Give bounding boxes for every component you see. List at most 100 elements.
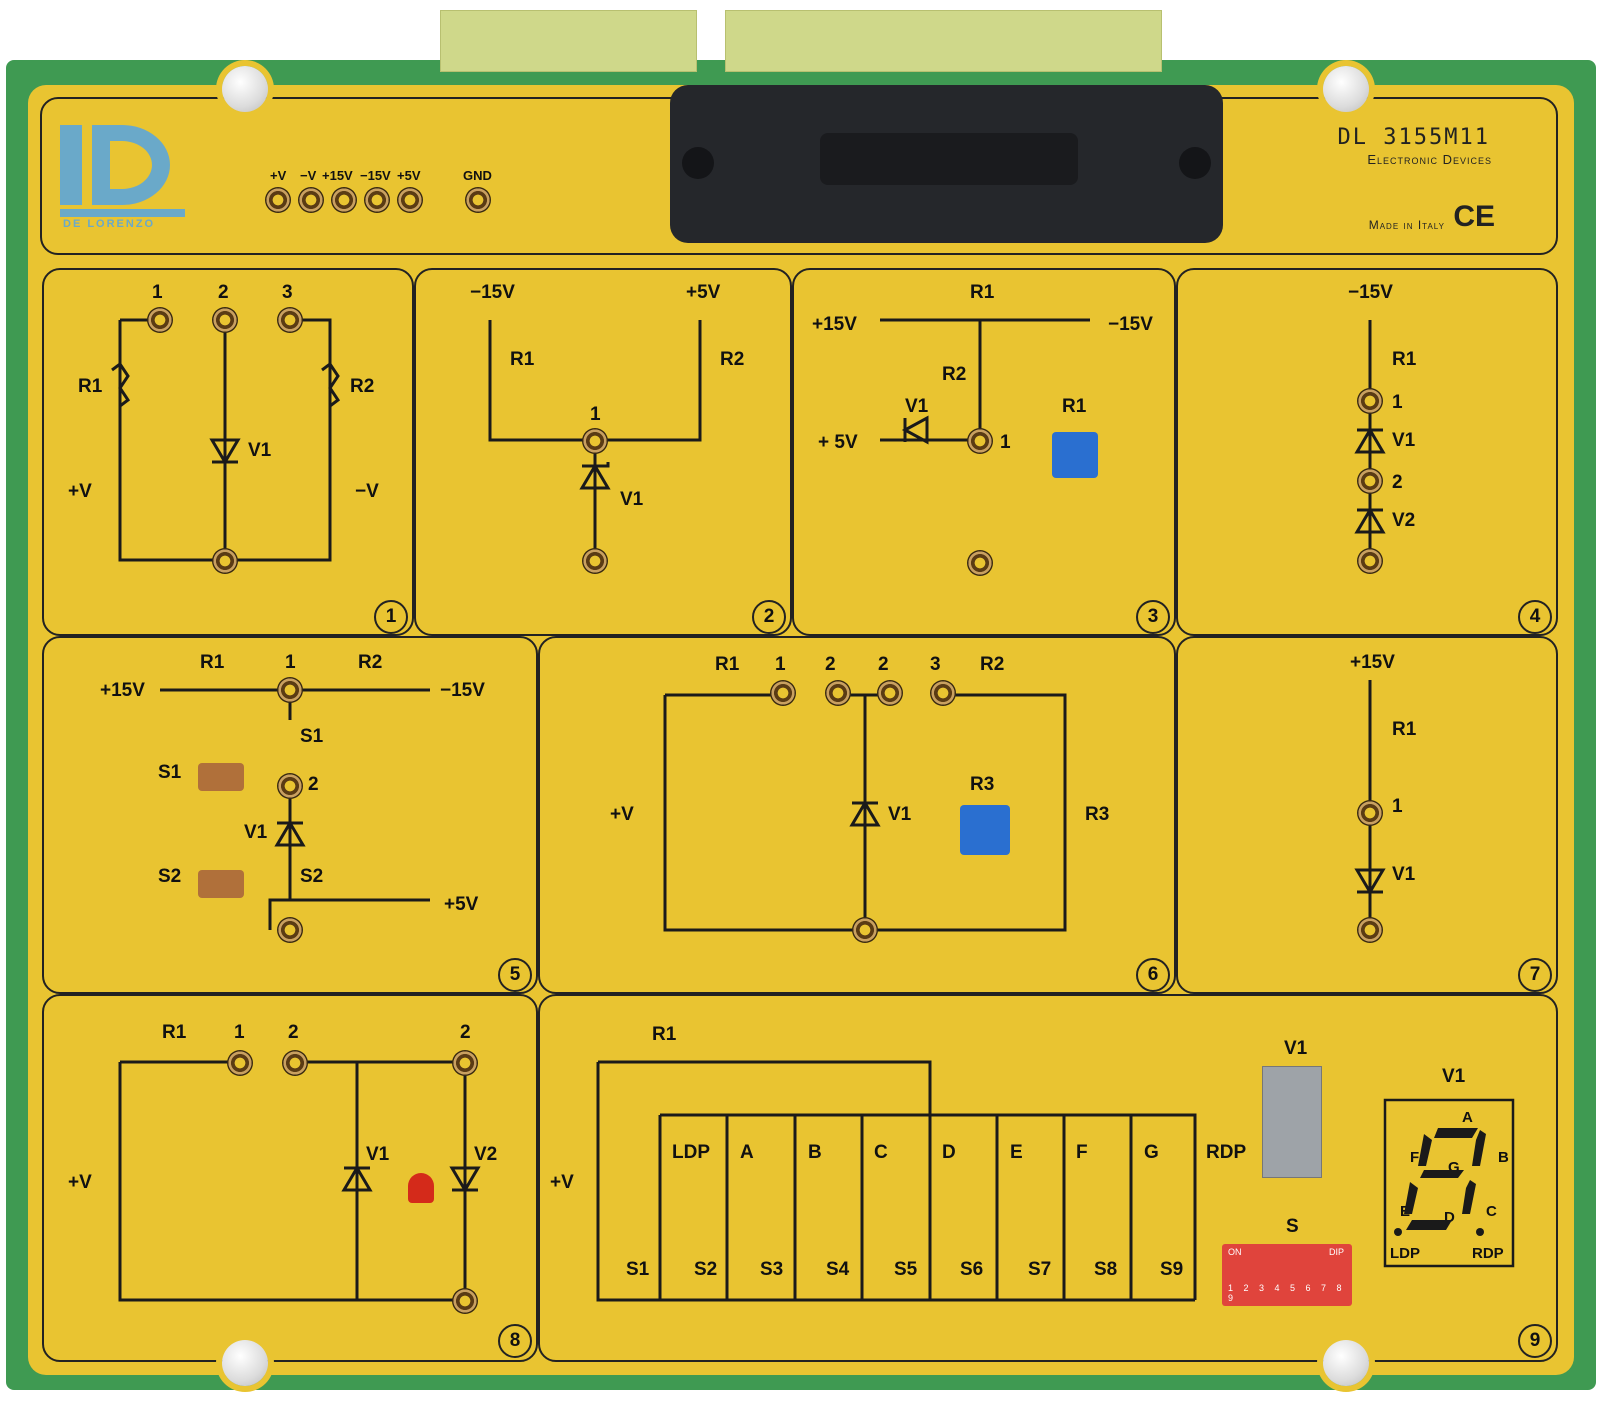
connector-slot xyxy=(820,133,1078,185)
bus-connector xyxy=(670,85,1223,243)
model-title: DL 3155M11 xyxy=(1337,125,1490,150)
jack-plus-15v[interactable] xyxy=(331,187,357,213)
de-lorenzo-logo xyxy=(60,125,185,220)
module-3 xyxy=(792,268,1176,636)
dip-label-dip: DIP xyxy=(1328,1247,1344,1257)
m2-label-plus-5v: +5V xyxy=(686,282,721,303)
module-1 xyxy=(42,268,414,636)
m5-jack-2[interactable] xyxy=(277,773,303,799)
m1-jack-2[interactable] xyxy=(212,307,238,333)
m6-label-r3: R3 xyxy=(1085,804,1109,825)
module-number-3: 3 xyxy=(1136,600,1170,634)
m2-label-r2: R2 xyxy=(720,349,744,370)
m9-label-d: D xyxy=(942,1142,956,1163)
m4-v2-symbol xyxy=(1354,507,1386,534)
m4-label-1: 1 xyxy=(1392,392,1403,413)
module-number-8: 8 xyxy=(498,1324,532,1358)
m4-label-v2: V2 xyxy=(1392,510,1415,531)
m6-jack-2a[interactable] xyxy=(825,680,851,706)
m5-label-s1-schem: S1 xyxy=(300,726,324,747)
m8-red-led xyxy=(408,1173,434,1203)
m5-toggle-switch-s2[interactable] xyxy=(198,870,244,898)
m8-label-v2: V2 xyxy=(474,1144,497,1165)
module-number-9: 9 xyxy=(1518,1324,1552,1358)
m9-label-s1: S1 xyxy=(626,1259,650,1280)
model-subtitle: Electronic Devices xyxy=(1367,152,1492,167)
m1-r1-symbol xyxy=(111,361,131,408)
m8-v2-symbol xyxy=(449,1166,481,1193)
m6-jack-2b[interactable] xyxy=(877,680,903,706)
m3-jack-gnd[interactable] xyxy=(967,550,993,576)
m9-label-b: B xyxy=(808,1142,822,1163)
dip-switch[interactable]: ON DIP 1 2 3 4 5 6 7 8 9 xyxy=(1222,1244,1352,1306)
m6-label-plus-v: +V xyxy=(610,804,634,825)
m3-potentiometer-r1[interactable] xyxy=(1052,432,1098,478)
seven-segment-display xyxy=(1262,1066,1322,1178)
m2-label-r1: R1 xyxy=(510,349,535,370)
m4-jack-2[interactable] xyxy=(1357,468,1383,494)
module-number-2: 2 xyxy=(752,600,786,634)
m7-label-v1: V1 xyxy=(1392,864,1416,885)
jack-plus-5v[interactable] xyxy=(397,187,423,213)
m5-jack-1[interactable] xyxy=(277,677,303,703)
seg-label-b: B xyxy=(1498,1149,1509,1166)
m2-jack-1[interactable] xyxy=(582,428,608,454)
m7-label-plus-15v: +15V xyxy=(1350,652,1395,673)
m8-label-2b: 2 xyxy=(460,1022,471,1043)
jack-minus-15v[interactable] xyxy=(364,187,390,213)
m5-toggle-switch-s1[interactable] xyxy=(198,763,244,791)
m3-wires xyxy=(880,318,1090,442)
m4-v1-symbol xyxy=(1354,427,1386,454)
m5-label-s1: S1 xyxy=(158,762,182,783)
terminal-label-gnd: GND xyxy=(463,168,492,183)
jack-plus-v[interactable] xyxy=(265,187,291,213)
m8-jack-gnd[interactable] xyxy=(452,1288,478,1314)
m6-jack-gnd[interactable] xyxy=(852,917,878,943)
m6-label-2a: 2 xyxy=(825,654,836,675)
seg-label-rdp: RDP xyxy=(1472,1245,1504,1262)
terminal-label-plus-15v: +15V xyxy=(322,168,353,183)
m6-label-1: 1 xyxy=(775,654,786,675)
m8-v1-symbol xyxy=(341,1165,373,1192)
m3-label-plus-5v: + 5V xyxy=(818,432,858,453)
m1-jack-3[interactable] xyxy=(277,307,303,333)
m6-jack-1[interactable] xyxy=(770,680,796,706)
m9-label-e: E xyxy=(1010,1142,1023,1163)
m5-label-s2: S2 xyxy=(158,866,181,887)
m6-label-r1: R1 xyxy=(715,654,740,675)
m3-label-minus-15v: −15V xyxy=(1108,314,1153,335)
terminal-label-minus-v: −V xyxy=(300,168,317,183)
m8-jack-2a[interactable] xyxy=(282,1050,308,1076)
m6-label-2b: 2 xyxy=(878,654,889,675)
m4-label-2: 2 xyxy=(1392,472,1403,493)
terminal-label-minus-15v: −15V xyxy=(360,168,391,183)
m6-jack-3[interactable] xyxy=(930,680,956,706)
m7-jack-1[interactable] xyxy=(1357,800,1383,826)
m1-jack-1[interactable] xyxy=(147,307,173,333)
m5-label-v1: V1 xyxy=(244,822,268,843)
seg-label-ldp: LDP xyxy=(1390,1245,1420,1262)
m8-jack-2b[interactable] xyxy=(452,1050,478,1076)
m9-label-s5: S5 xyxy=(894,1259,918,1280)
seg-label-c: C xyxy=(1486,1203,1497,1220)
m5-jack-gnd[interactable] xyxy=(277,917,303,943)
m9-label-rdp: RDP xyxy=(1206,1142,1246,1163)
m8-jack-1[interactable] xyxy=(227,1050,253,1076)
jack-gnd[interactable] xyxy=(465,187,491,213)
seg-label-a: A xyxy=(1462,1109,1473,1126)
m7-jack-gnd[interactable] xyxy=(1357,917,1383,943)
m7-label-1: 1 xyxy=(1392,796,1403,817)
m3-label-plus-15v: +15V xyxy=(812,314,857,335)
terminal-label-plus-v: +V xyxy=(270,168,287,183)
m4-jack-gnd[interactable] xyxy=(1357,548,1383,574)
m3-jack-1[interactable] xyxy=(967,428,993,454)
m6-potentiometer-r3[interactable] xyxy=(960,805,1010,855)
m2-jack-gnd[interactable] xyxy=(582,548,608,574)
m1-jack-gnd[interactable] xyxy=(212,548,238,574)
jack-minus-v[interactable] xyxy=(298,187,324,213)
m2-label-v1: V1 xyxy=(620,489,644,510)
m4-jack-1[interactable] xyxy=(1357,388,1383,414)
m8-label-2a: 2 xyxy=(288,1022,299,1043)
m1-label-v1: V1 xyxy=(248,440,272,461)
